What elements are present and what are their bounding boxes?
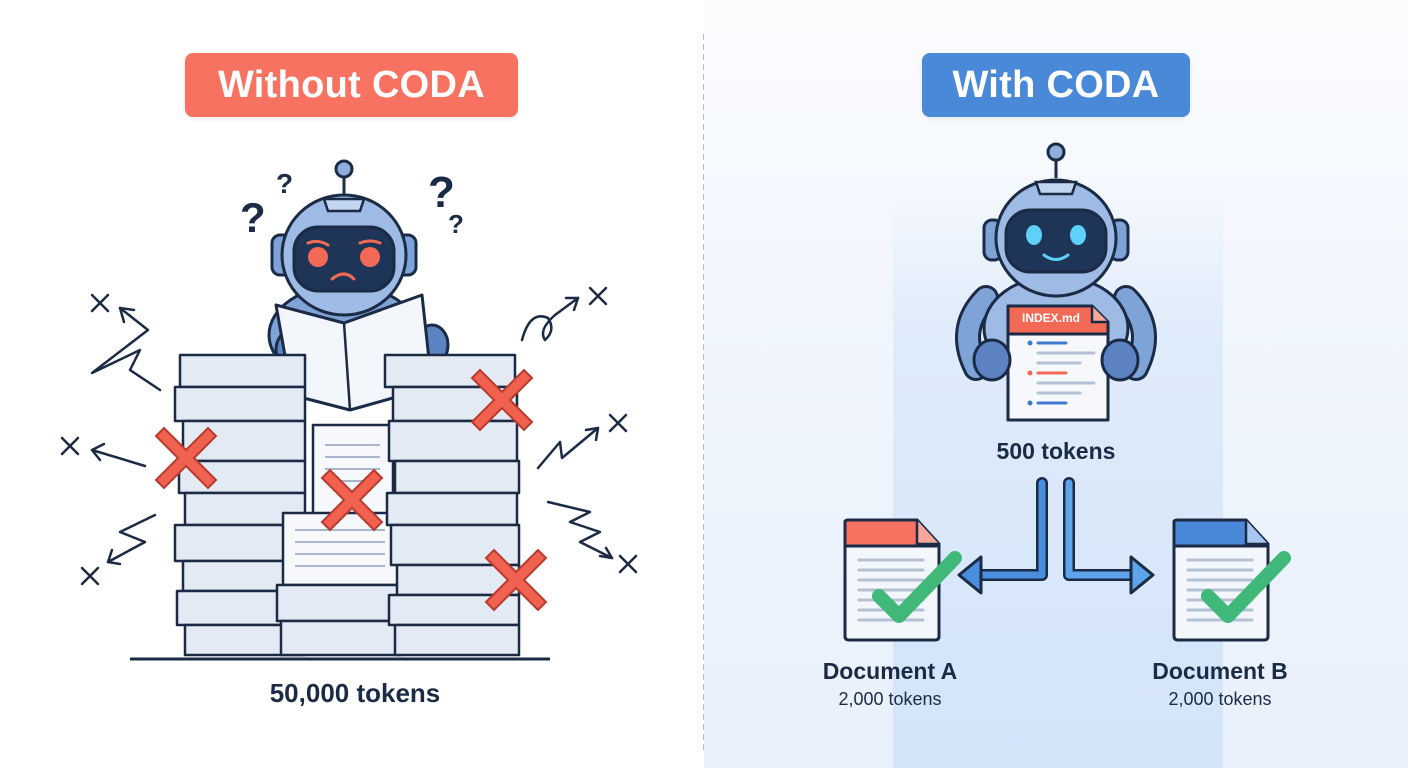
document-a-token-count: 2,000 tokens xyxy=(838,689,942,709)
without-coda-panel: Without CODA ? ? ? ? xyxy=(60,53,638,708)
svg-text:?: ? xyxy=(428,168,455,217)
question-mark-icon: ? xyxy=(428,168,455,217)
happy-robot-icon xyxy=(955,142,1157,422)
document-b-icon xyxy=(1172,518,1291,642)
reject-x-icon xyxy=(470,368,534,432)
svg-text:?: ? xyxy=(276,168,293,199)
reject-x-icon xyxy=(154,426,218,490)
without-coda-token-count: 50,000 tokens xyxy=(269,678,441,708)
with-coda-title: With CODA xyxy=(922,53,1190,117)
branch-arrows-icon xyxy=(957,477,1155,595)
check-icon xyxy=(872,551,962,623)
without-coda-title: Without CODA xyxy=(185,53,518,117)
index-file-label: INDEX.md xyxy=(1021,311,1080,325)
document-a-name: Document A xyxy=(822,658,958,684)
chaos-arrows-icon xyxy=(60,286,638,586)
svg-text:?: ? xyxy=(448,209,464,239)
document-b-token-count: 2,000 tokens xyxy=(1168,689,1272,709)
document-b-name: Document B xyxy=(1152,658,1288,684)
document-a-icon xyxy=(843,518,962,642)
reject-x-icon xyxy=(484,548,548,612)
question-mark-icon: ? xyxy=(448,209,464,239)
question-mark-icon: ? xyxy=(240,194,266,241)
svg-text:?: ? xyxy=(240,194,266,241)
reject-x-icon xyxy=(320,468,384,532)
index-token-count: 500 tokens xyxy=(996,438,1116,464)
question-mark-icon: ? xyxy=(276,168,293,199)
check-icon xyxy=(1201,551,1291,623)
